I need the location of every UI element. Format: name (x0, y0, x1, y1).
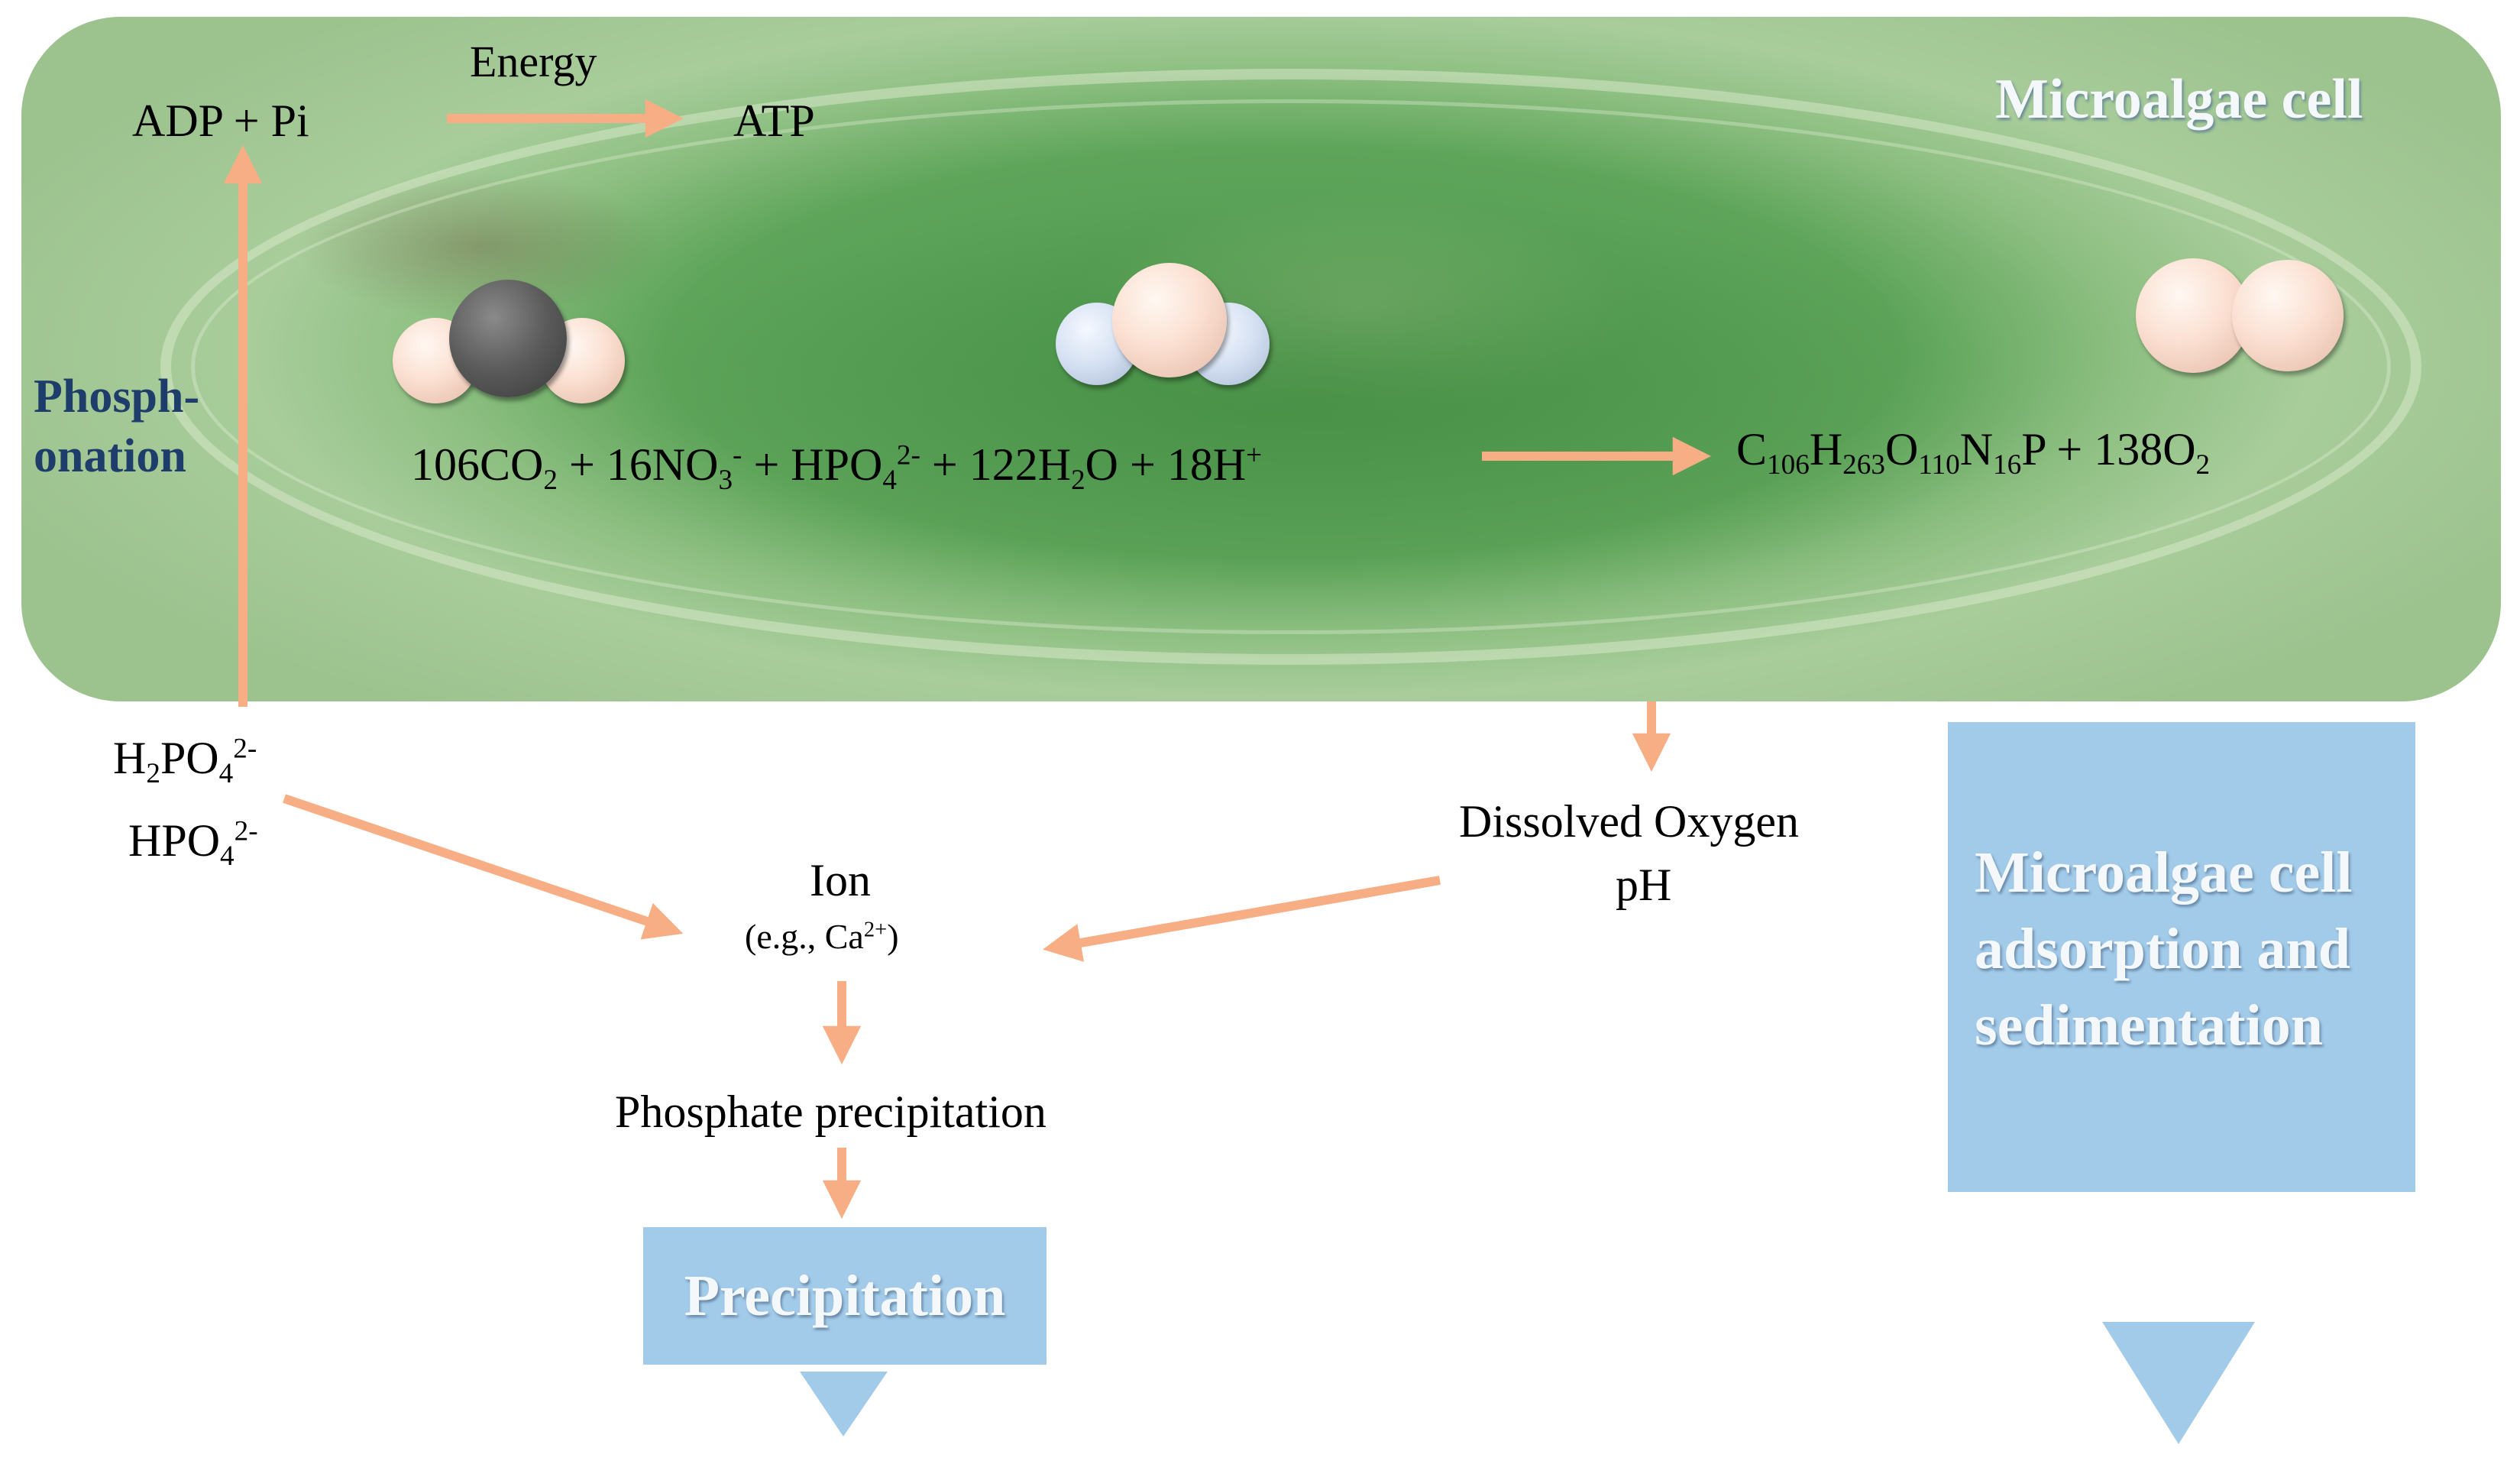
formula-part: 4 (882, 464, 897, 496)
o2-molecule (2136, 255, 2365, 385)
precipitation-box: Precipitation (643, 1227, 1046, 1365)
formula-part: PO (160, 733, 219, 783)
formula-part: + HPO (742, 439, 883, 490)
precipitation-label: Precipitation (684, 1264, 1006, 1328)
phosphate-precipitation-label: Phosphate precipitation (615, 1087, 1046, 1137)
co2-molecule (390, 275, 634, 413)
atp-label: ATP (733, 96, 815, 146)
equation-products: C106H263O110N16P + 138O2 (1736, 424, 2210, 479)
formula-part: - (733, 439, 742, 471)
formula-part: 2+ (863, 918, 888, 942)
formula-part: HPO (128, 815, 221, 866)
adsorption-box (1948, 722, 2415, 1192)
formula-part: + 122H (920, 439, 1072, 490)
formula-part: 2- (233, 733, 257, 765)
formula-part: 4 (218, 757, 234, 789)
h2o-molecule (1053, 260, 1282, 397)
formula-part: 3 (718, 464, 733, 496)
formula-part: 2 (543, 464, 558, 496)
formula-part: 4 (220, 840, 235, 872)
formula-part: P + 138O (2021, 424, 2196, 475)
dissolved-oxygen-label: Dissolved Oxygen (1459, 796, 1799, 847)
h2po4-label: H2PO42- (113, 733, 257, 788)
equation-reactants: 106CO2 + 16NO3- + HPO42- + 122H2O + 18H+ (411, 439, 1263, 494)
ion-label: Ion (810, 855, 871, 905)
oxygen-to-ion-arrow (1043, 876, 1441, 962)
formula-part: + (1246, 439, 1263, 471)
cell-membrane-inner (191, 99, 2391, 634)
formula-part: 110 (1918, 449, 1960, 481)
formula-part: + 16NO (557, 439, 719, 490)
formula-part: N (1959, 424, 1994, 475)
phosphonation-line2: onation (34, 430, 186, 482)
formula-part: 263 (1842, 449, 1885, 481)
formula-part: 106CO (411, 439, 544, 490)
precipitation-down-arrow (800, 1372, 888, 1436)
formula-part: 2 (1071, 464, 1085, 496)
ion-example: (e.g., Ca2+) (745, 919, 899, 954)
adsorption-label: Microalgae cell adsorption and sedimenta… (1975, 834, 2352, 1064)
ph-label: pH (1616, 860, 1672, 910)
phosphonation-label: Phosph- onation (34, 367, 199, 486)
adsorption-line3: sedimentation (1975, 993, 2323, 1058)
formula-part: C (1736, 424, 1768, 475)
formula-part: 16 (1993, 449, 2022, 481)
formula-part: 2 (146, 757, 160, 789)
formula-part: H (1809, 424, 1843, 475)
formula-part: ) (887, 917, 899, 956)
adsorption-line1: Microalgae cell (1975, 841, 2353, 905)
formula-part: 106 (1767, 449, 1810, 481)
formula-part: (e.g., Ca (745, 917, 864, 956)
formula-part: O + 18H (1085, 439, 1247, 490)
formula-part: 2 (2195, 449, 2211, 481)
formula-part: O (1884, 424, 1919, 475)
phosphate-to-ion-arrow (283, 794, 684, 940)
formula-part: H (113, 733, 147, 783)
formula-part: 2- (896, 439, 920, 471)
adsorption-line2: adsorption and (1975, 917, 2351, 981)
energy-label: Energy (470, 37, 597, 86)
sedimentation-down-arrow (2102, 1322, 2255, 1444)
cell-label: Microalgae cell (1995, 68, 2363, 131)
adp-pi-label: ADP + Pi (132, 96, 309, 146)
formula-part: 2- (234, 815, 258, 847)
hpo4-label: HPO42- (128, 815, 258, 870)
phosphonation-line1: Phosph- (34, 371, 200, 423)
